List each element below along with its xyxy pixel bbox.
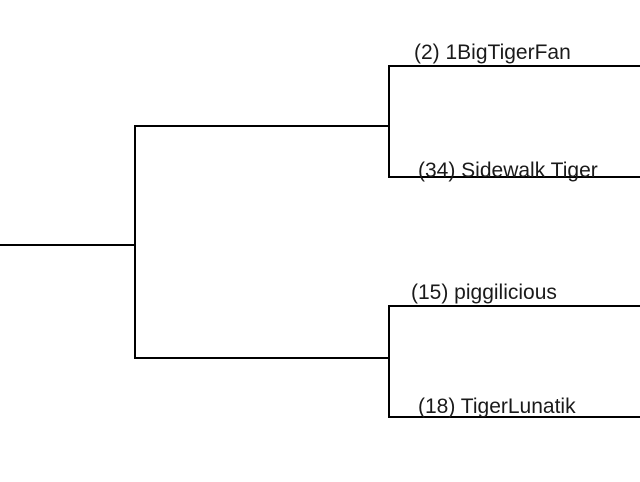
semifinal-top-winner-line: [134, 125, 390, 127]
top-match-entrant1-line: [388, 65, 640, 67]
entrant-label-sidewalk-tiger: (34) Sidewalk Tiger: [418, 159, 598, 182]
entrant-label-piggilicious: (15) piggilicious: [411, 281, 557, 304]
top-match-connector-vertical: [388, 65, 390, 178]
final-winner-line: [0, 244, 136, 246]
bottom-match-entrant1-line: [388, 305, 640, 307]
semifinal-connector-vertical: [134, 125, 136, 359]
bottom-match-connector-vertical: [388, 305, 390, 418]
top-match-entrant2-line: [388, 176, 640, 178]
semifinal-bottom-winner-line: [134, 357, 390, 359]
entrant-label-1bigtigerfan: (2) 1BigTigerFan: [414, 41, 571, 64]
entrant-label-tigerlunatik: (18) TigerLunatik: [418, 395, 576, 418]
bottom-match-entrant2-line: [388, 416, 640, 418]
